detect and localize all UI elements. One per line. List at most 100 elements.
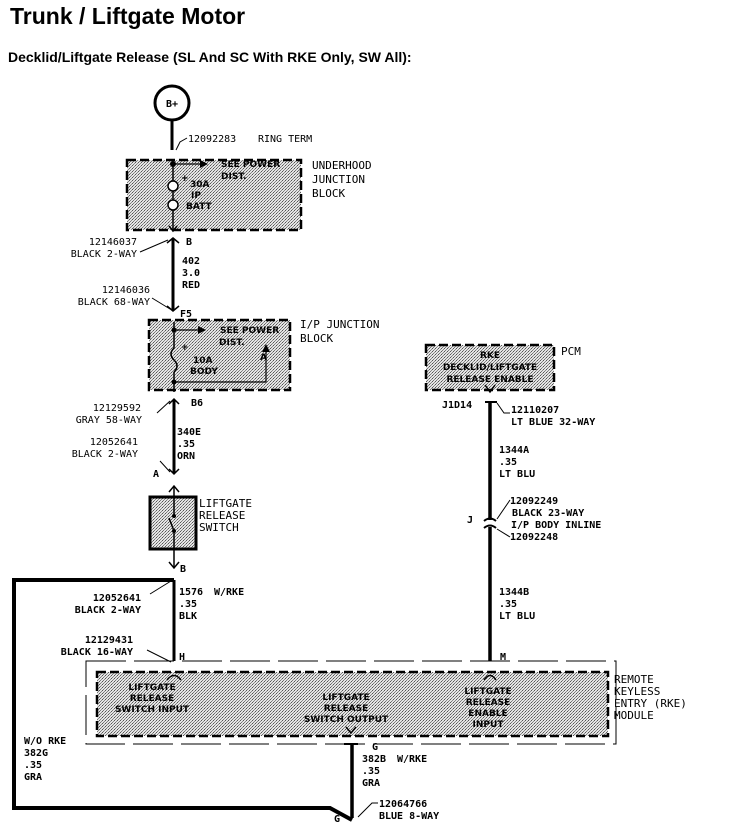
fuse-ip: IP <box>191 191 201 201</box>
conn-pcm-part: 12110207 <box>511 405 559 416</box>
pcm-name: PCM <box>561 345 581 358</box>
pcm-line-1: RKE <box>480 351 500 361</box>
pin-b-switch: B <box>180 564 186 575</box>
switch-name-2: RELEASE <box>199 509 245 522</box>
ip-block-name-2: BLOCK <box>300 332 333 345</box>
pin-m: M <box>500 652 506 663</box>
wire-1576-gauge: .35 <box>179 599 197 610</box>
conn-h-part: 12129431 <box>85 635 133 646</box>
conn-b6-part: 12129592 <box>93 403 141 414</box>
rke-input-3: SWITCH INPUT <box>115 705 190 715</box>
rke-name-2: KEYLESS <box>614 685 660 698</box>
rke-enable-1: LIFTGATE <box>464 687 511 697</box>
polarity-plus: + <box>181 343 189 353</box>
wire-402-color: RED <box>182 280 200 291</box>
page-title: Trunk / Liftgate Motor <box>10 3 246 29</box>
pin-f5: F5 <box>180 309 192 320</box>
wire-1576-color: BLK <box>179 611 197 622</box>
conn-switch-desc: BLACK 2-WAY <box>75 605 141 616</box>
fuse-amp: 10A <box>193 356 213 366</box>
conn-g-part: 12064766 <box>379 799 427 810</box>
conn-a-desc: BLACK 2-WAY <box>72 449 138 460</box>
conn-switch-part: 12052641 <box>93 593 141 604</box>
pin-b-top: B <box>186 237 192 248</box>
pin-h: H <box>179 652 185 663</box>
fuse-icon <box>170 347 178 373</box>
rke-enable-3: ENABLE <box>468 709 507 719</box>
rke-output-1: LIFTGATE <box>322 693 369 703</box>
ip-terminal-a: A <box>260 353 267 363</box>
rke-output-2: RELEASE <box>324 704 369 714</box>
conn-b-part: 12146037 <box>89 237 137 248</box>
conn-g-desc: BLUE 8-WAY <box>379 811 439 822</box>
power-source-label: B+ <box>166 99 178 110</box>
inline-name: I/P BODY INLINE <box>511 520 601 531</box>
conn-b6-desc: GRAY 58-WAY <box>76 415 142 426</box>
wire-1576-circuit: 1576 <box>179 587 203 598</box>
see-power-dist: SEE POWER <box>220 326 279 336</box>
wire-1344a-gauge: .35 <box>499 457 517 468</box>
fuse-icon <box>167 180 179 192</box>
conn-a-part: 12052641 <box>90 437 138 448</box>
fuse-name: BATT <box>186 202 212 212</box>
ring-term-desc: RING TERM <box>258 134 312 145</box>
wire-1344b-color: LT BLU <box>499 611 535 622</box>
inline-part-top: 12092249 <box>510 496 558 507</box>
wire-402-gauge: 3.0 <box>182 268 200 279</box>
wire-1344b-circuit: 1344B <box>499 587 529 598</box>
dist-label: DIST. <box>219 338 245 348</box>
wire-382g-color: GRA <box>24 772 42 783</box>
pin-a: A <box>153 469 159 480</box>
pin-g-top: G <box>372 742 378 753</box>
switch-name-3: SWITCH <box>199 521 239 534</box>
wire-382g-loop <box>12 578 353 822</box>
wire-402-circuit: 402 <box>182 256 200 267</box>
rke-name-3: ENTRY (RKE) <box>614 697 687 710</box>
leader-ring-term <box>175 137 188 151</box>
wire-340e-color: ORN <box>177 451 195 462</box>
wire-340e-circuit: 340E <box>177 427 201 438</box>
wire-382b-circuit: 382B <box>362 754 386 765</box>
inline-desc: BLACK 23-WAY <box>512 508 584 519</box>
underhood-name-2: JUNCTION <box>312 173 365 186</box>
conn-pcm-desc: LT BLUE 32-WAY <box>511 417 595 428</box>
wire-382g-circuit: 382G <box>24 748 48 759</box>
dist-label: DIST. <box>221 172 247 182</box>
battery-positive-icon: B+ <box>153 84 191 122</box>
rke-enable-4: INPUT <box>473 720 505 730</box>
page-subtitle: Decklid/Liftgate Release (SL And SC With… <box>8 49 412 65</box>
rke-enable-2: RELEASE <box>466 698 511 708</box>
pcm-line-2: DECKLID/LIFTGATE <box>443 363 537 373</box>
wire-382b-variant: W/RKE <box>397 754 427 765</box>
rke-name-1: REMOTE <box>614 673 654 686</box>
fuse-name: BODY <box>190 367 218 377</box>
underhood-name-1: UNDERHOOD <box>312 159 372 172</box>
wire-1576-variant: W/RKE <box>214 587 244 598</box>
wire-1344a-circuit: 1344A <box>499 445 529 456</box>
pin-j: J <box>467 515 473 526</box>
wire-1344a-color: LT BLU <box>499 469 535 480</box>
rke-input-1: LIFTGATE <box>128 683 175 693</box>
ring-term-part: 12092283 <box>188 134 236 145</box>
wire-382g-variant: W/O RKE <box>24 736 66 747</box>
switch-contact-icon <box>168 517 175 532</box>
rke-module: LIFTGATE RELEASE SWITCH INPUT LIFTGATE R… <box>85 660 617 745</box>
conn-f5-desc: BLACK 68-WAY <box>78 297 150 308</box>
wire-382b-gauge: .35 <box>362 766 380 777</box>
rke-output-3: SWITCH OUTPUT <box>304 715 389 725</box>
inline-part-bottom: 12092248 <box>510 532 558 543</box>
wire-1344b-gauge: .35 <box>499 599 517 610</box>
pin-g-bottom: G <box>334 814 340 822</box>
wire-382g-gauge: .35 <box>24 760 42 771</box>
pin-b6: B6 <box>191 398 203 409</box>
conn-f5-part: 12146036 <box>102 285 150 296</box>
rke-name-4: MODULE <box>614 709 654 722</box>
see-power-dist: SEE POWER <box>221 160 280 170</box>
arrow-icon <box>200 160 208 168</box>
ip-junction-block: A + 10A BODY SEE POWER DIST. <box>147 318 292 392</box>
ip-block-name-1: I/P JUNCTION <box>300 318 379 331</box>
inline-connector-icon <box>483 517 497 522</box>
fuse-amp: 30A <box>190 180 210 190</box>
arrow-icon <box>198 326 206 334</box>
